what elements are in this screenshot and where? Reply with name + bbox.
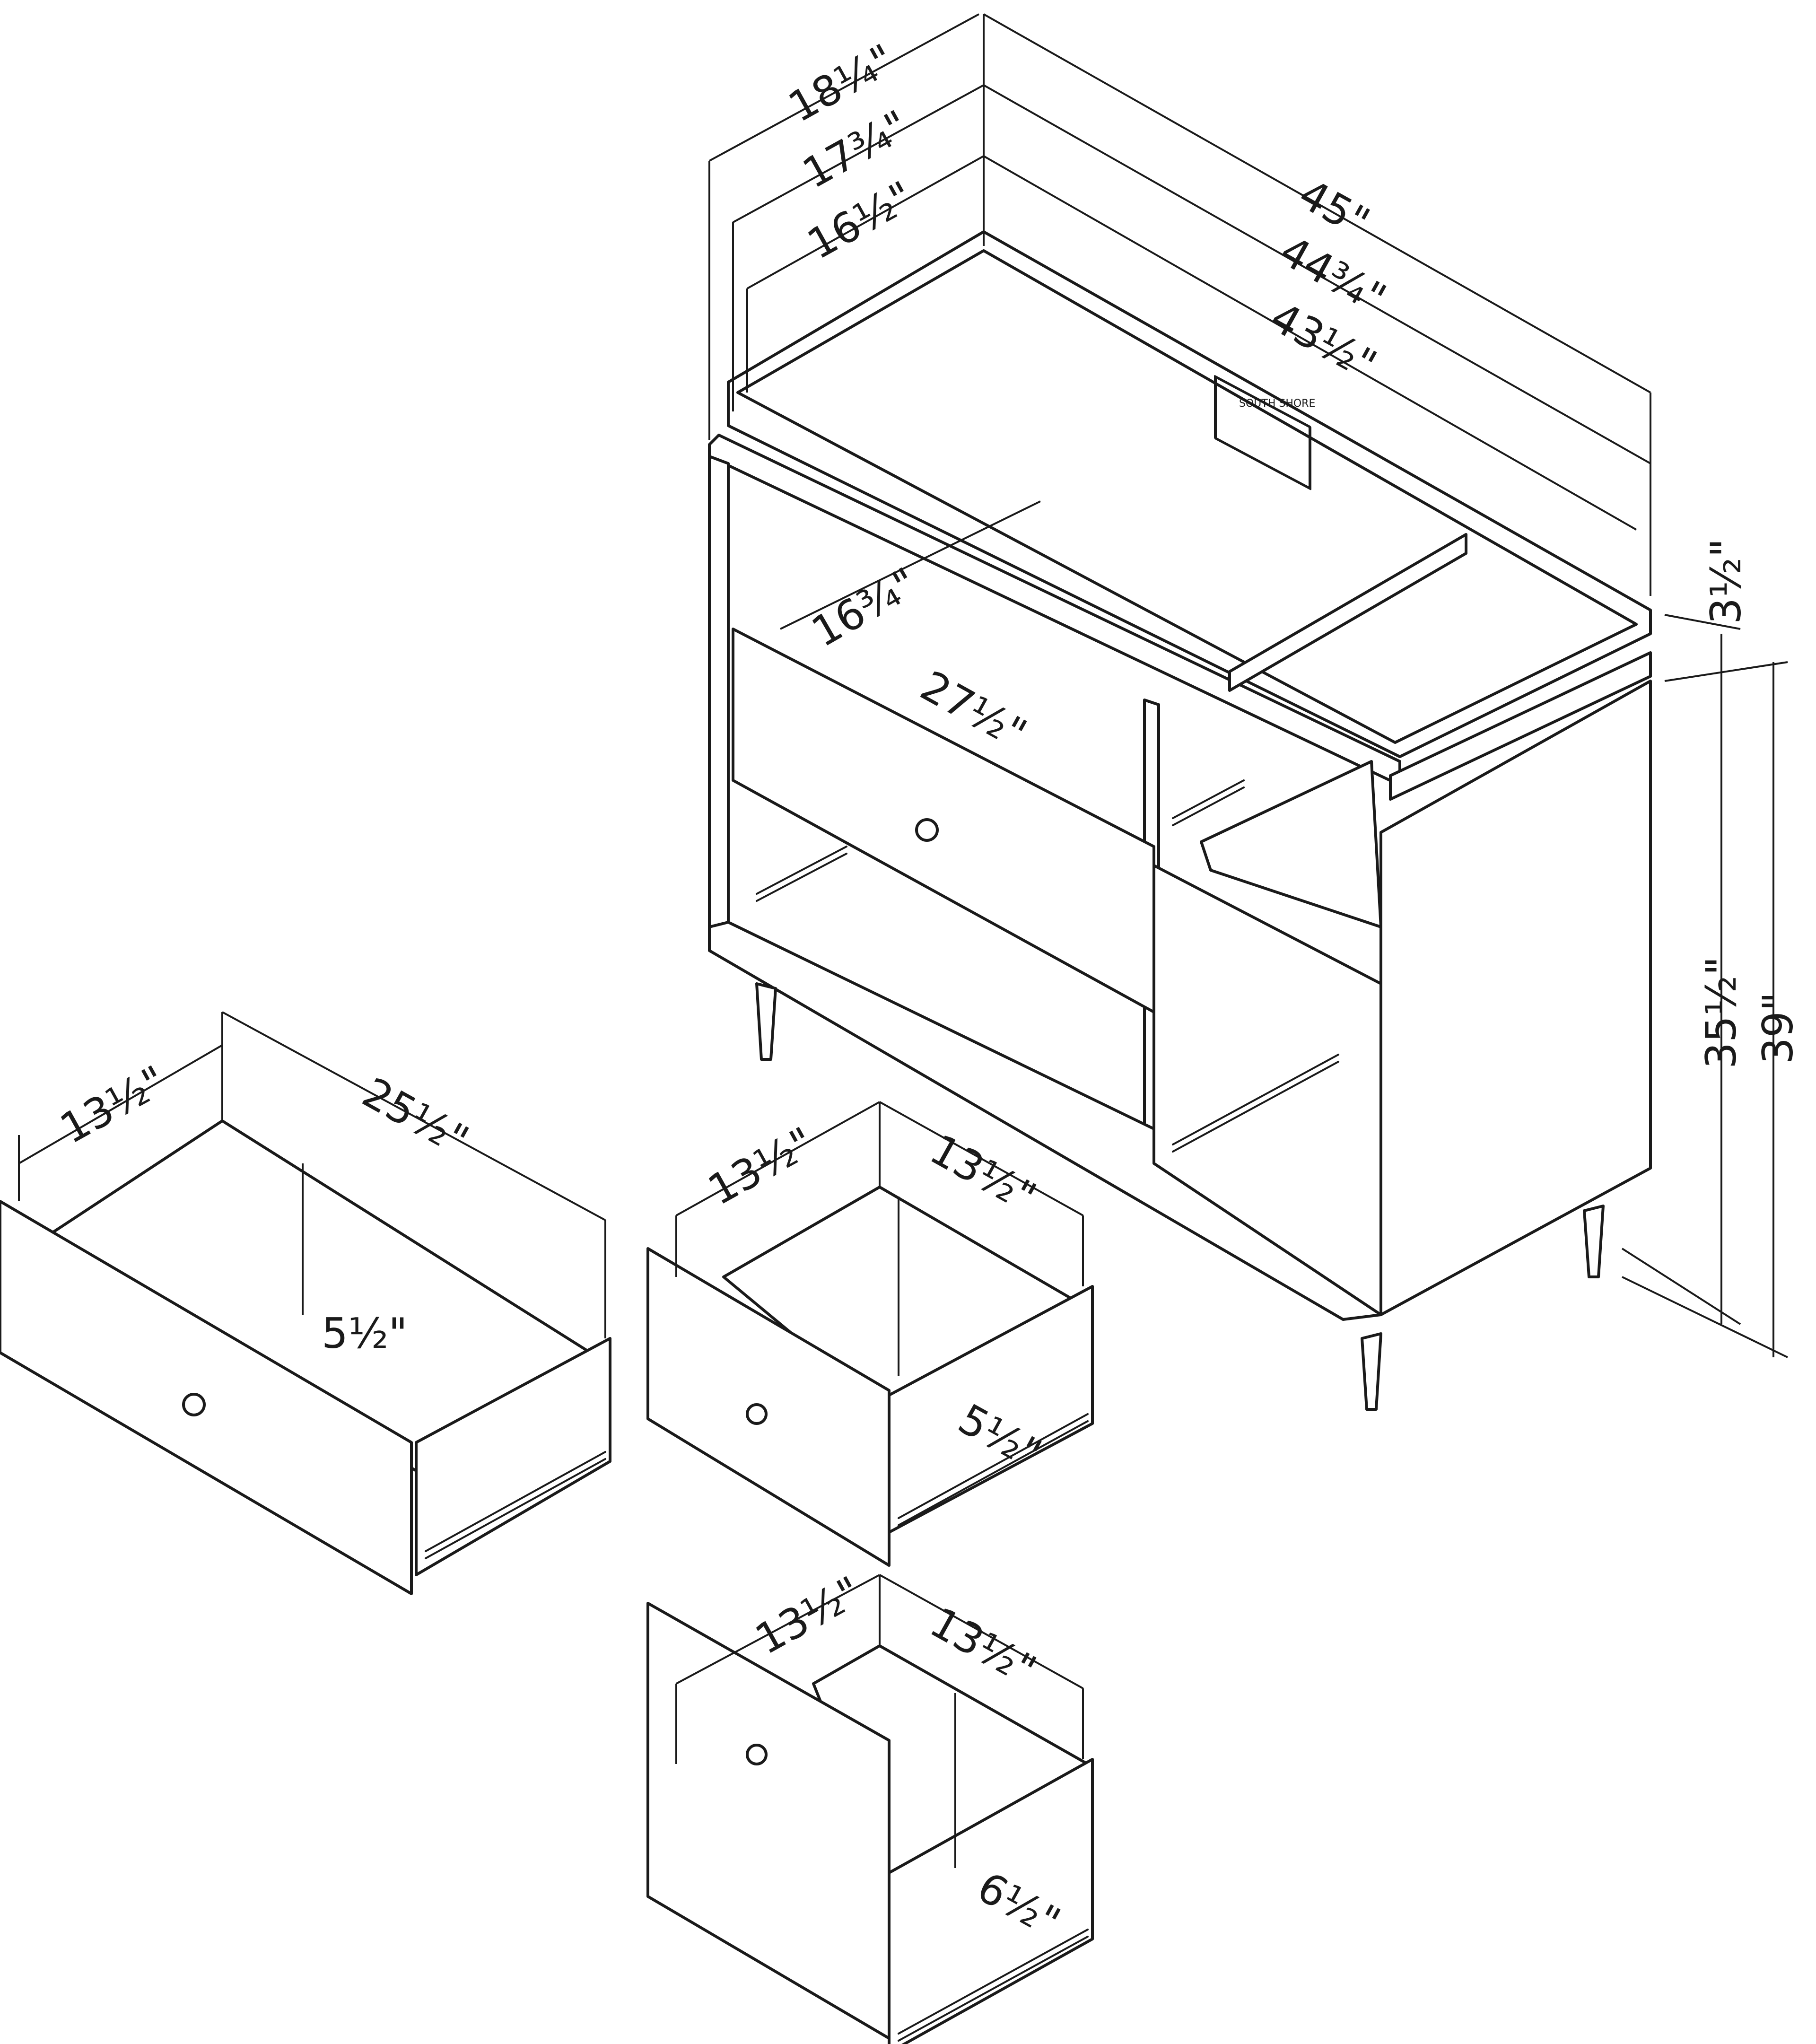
cabinet-total-height-label: 39" <box>1754 992 1802 1064</box>
large-drawer-width-label: 25½" <box>355 1068 477 1165</box>
barcode-label: SOUTH SHORE <box>1239 398 1315 410</box>
cabinet-body-height-label: 35½" <box>1697 956 1746 1069</box>
cabinet-width-dimensions <box>983 13 1651 596</box>
small-drawer-upper-width-label: 13½" <box>922 1125 1044 1222</box>
small-drawer-lower <box>646 1574 1094 2044</box>
small-drawer-upper-depth-label: 13½" <box>700 1118 822 1214</box>
cabinet-height-dimensions <box>780 500 1788 1358</box>
changing-table-cabinet: SOUTH SHORE <box>708 230 1652 1411</box>
cabinet-shelf-depth-label: 16¾" <box>803 558 925 656</box>
cabinet-tray-height-label: 3½" <box>1702 538 1750 624</box>
small-drawer-upper <box>646 1101 1094 1567</box>
cabinet-depth-dimensions <box>708 13 985 440</box>
large-drawer-height-label: 5½" <box>322 1309 408 1358</box>
large-drawer-depth-label: 13½" <box>52 1056 174 1153</box>
small-drawer-lower-depth-label: 13½" <box>747 1567 869 1664</box>
large-drawer <box>0 1011 611 1595</box>
